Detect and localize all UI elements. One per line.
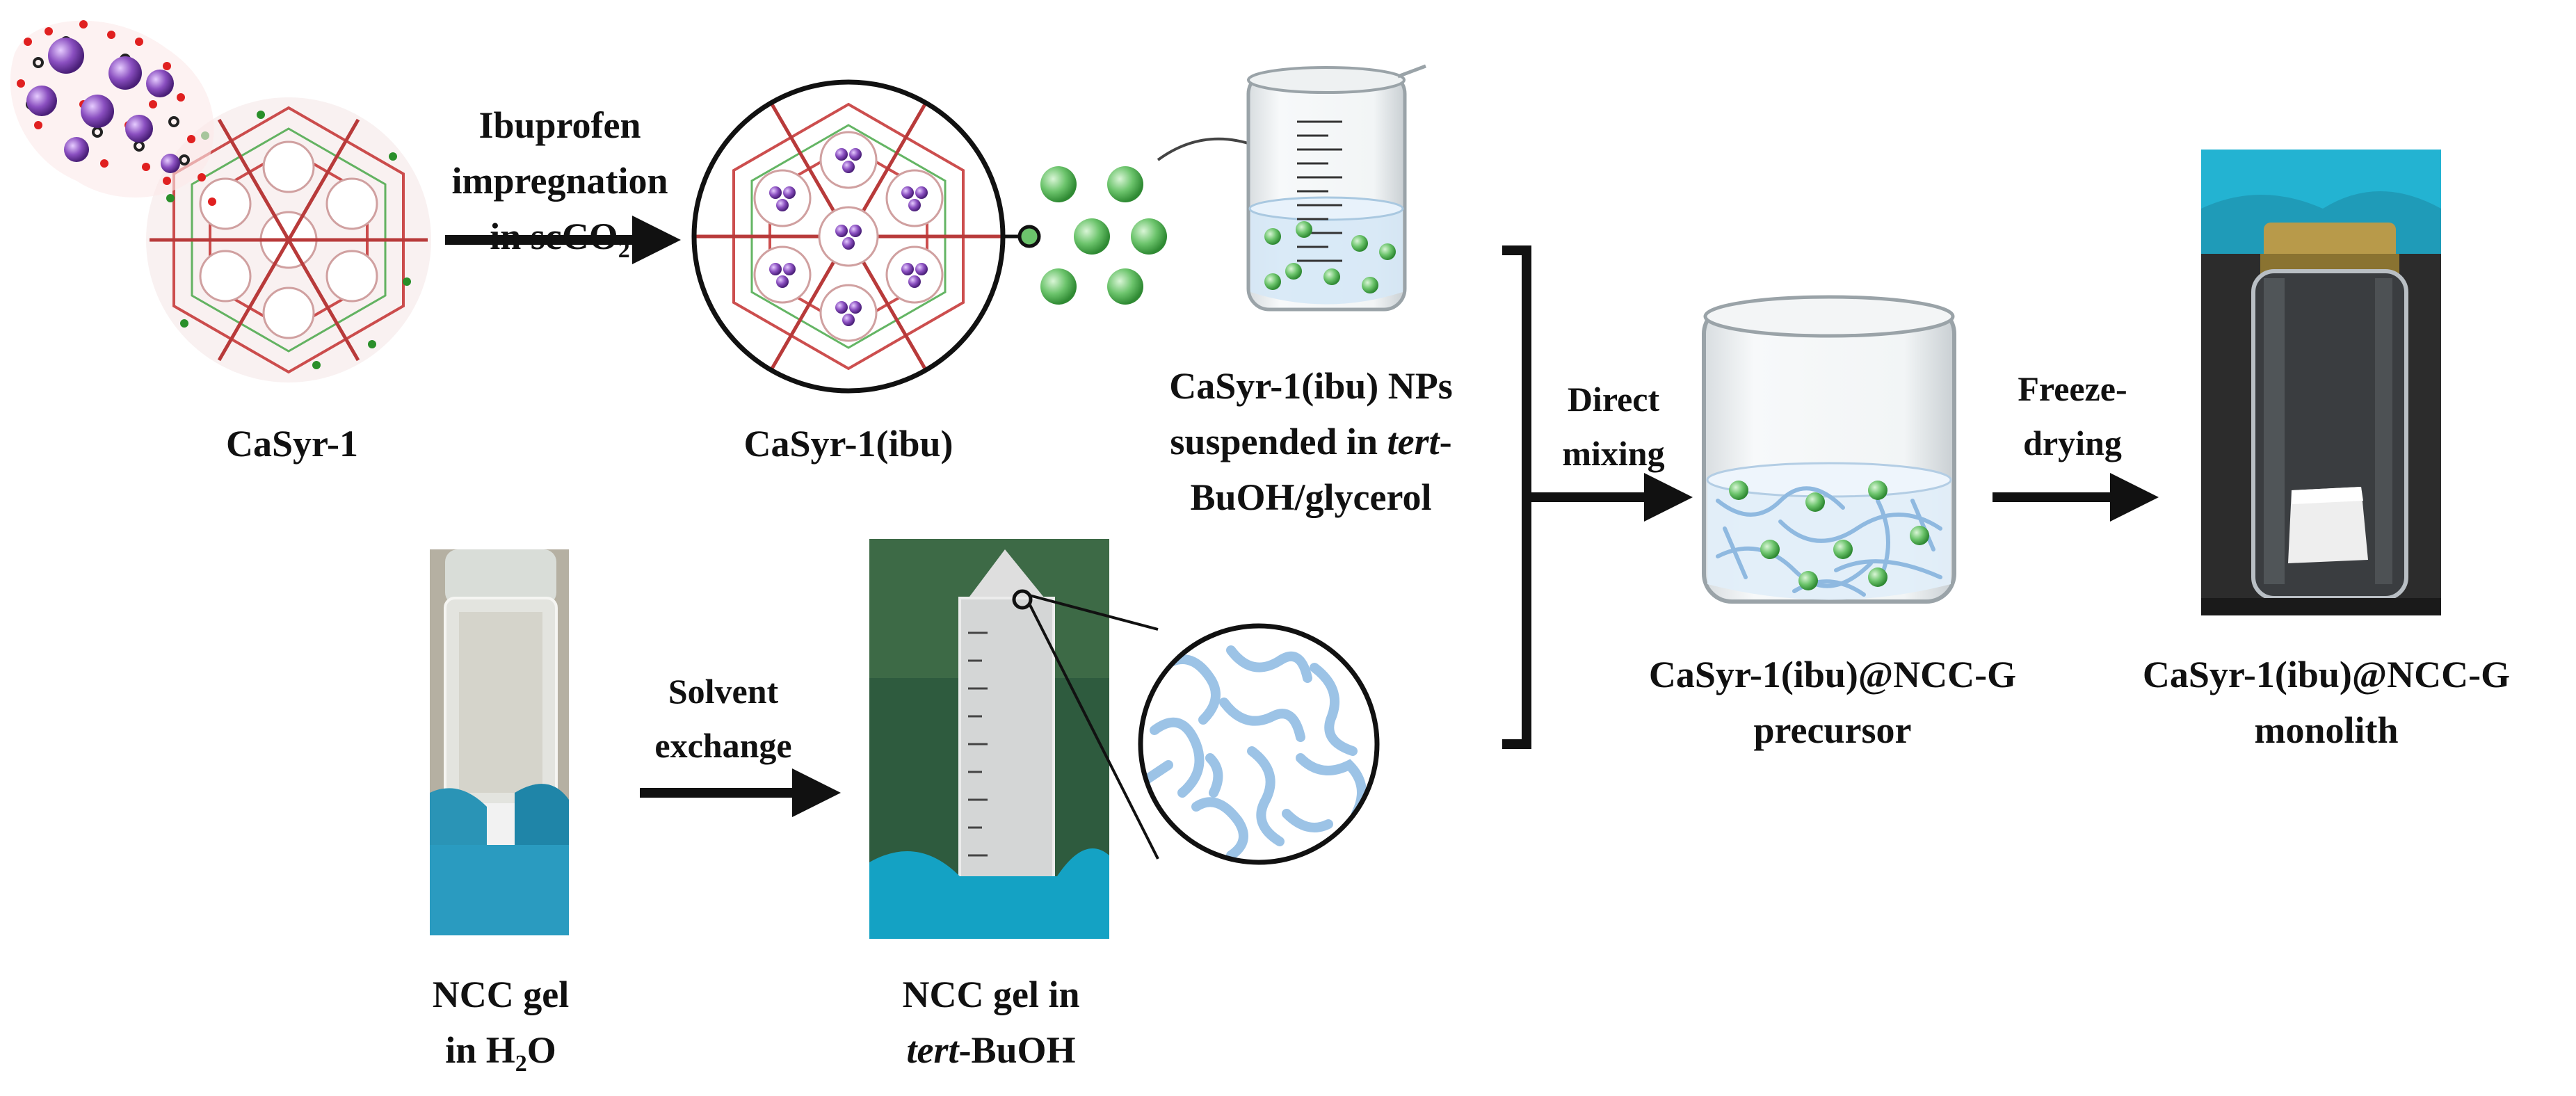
ncc-tbuoh-post: -BuOH bbox=[958, 1029, 1076, 1071]
ncc-fiber-network-icon bbox=[1138, 623, 1380, 865]
solvent-line2: exchange bbox=[654, 726, 792, 765]
np-suspension-label: CaSyr-1(ibu) NPs suspended in tert- BuOH… bbox=[1127, 358, 1495, 525]
casyr1-ibu-zoom-icon bbox=[691, 79, 1041, 394]
nanoparticles-icon bbox=[1040, 137, 1283, 305]
ibuprofen-scco2-cloud-icon bbox=[10, 20, 216, 206]
precursor-line2: precursor bbox=[1753, 709, 1912, 751]
np-line2: suspended in tert- bbox=[1127, 414, 1495, 469]
ncc-tbuoh-line1: NCC gel in bbox=[902, 974, 1080, 1015]
solvent-exchange-label: Solvent exchange bbox=[626, 664, 821, 773]
monolith-line2: monolith bbox=[2254, 709, 2399, 751]
np-line2-post: - bbox=[1439, 421, 1452, 462]
impregnation-step-label: Ibuprofen impregnation in scCO2 bbox=[445, 97, 675, 278]
direct-line2: mixing bbox=[1562, 434, 1665, 473]
np-line2-pre: suspended in bbox=[1170, 421, 1387, 462]
monolith-line1: CaSyr-1(ibu)@NCC-G bbox=[2142, 654, 2511, 695]
precursor-line1: CaSyr-1(ibu)@NCC-G bbox=[1648, 654, 2017, 695]
ncc-tbuoh-line2: tert-BuOH bbox=[862, 1022, 1120, 1078]
np-line1: CaSyr-1(ibu) NPs bbox=[1169, 365, 1453, 407]
casyr1-label: CaSyr-1 bbox=[226, 423, 358, 465]
freeze-drying-label: Freeze- drying bbox=[1989, 362, 2156, 470]
ncc-h2o-post: O bbox=[526, 1029, 556, 1071]
np-line3: BuOH/glycerol bbox=[1190, 476, 1432, 518]
np-line2-italic: tert bbox=[1387, 421, 1440, 462]
freeze-line2: drying bbox=[2023, 424, 2122, 462]
step1-line3-sub: 2 bbox=[618, 236, 630, 263]
solvent-line1: Solvent bbox=[668, 672, 779, 711]
ncc-h2o-line1: NCC gel bbox=[432, 974, 570, 1015]
step1-line3: in scCO2 bbox=[445, 209, 675, 278]
ncc-h2o-pre: in H bbox=[445, 1029, 515, 1071]
merge-bracket bbox=[1502, 245, 1531, 749]
precursor-beaker-icon bbox=[1702, 295, 1956, 604]
direct-line1: Direct bbox=[1567, 380, 1660, 419]
ncc-gel-tbuoh-photo bbox=[869, 539, 1159, 939]
casyr1-framework-icon bbox=[146, 97, 431, 382]
step1-line2: impregnation bbox=[451, 160, 668, 202]
step1-line1: Ibuprofen bbox=[478, 104, 641, 146]
ncc-gel-water-photo bbox=[430, 549, 569, 935]
ncc-h2o-line2: in H2O bbox=[389, 1022, 612, 1092]
ncc-tbuoh-italic: tert bbox=[906, 1029, 959, 1071]
ncc-gel-tbuoh-label: NCC gel in tert-BuOH bbox=[862, 967, 1120, 1078]
casyr1-ibu-label: CaSyr-1(ibu) bbox=[743, 423, 953, 465]
step1-line3-text: in scCO bbox=[490, 216, 618, 257]
freeze-line1: Freeze- bbox=[2018, 369, 2127, 408]
ncc-gel-water-label: NCC gel in H2O bbox=[389, 967, 612, 1092]
monolith-vial-photo bbox=[2201, 150, 2441, 615]
precursor-label: CaSyr-1(ibu)@NCC-G precursor bbox=[1638, 647, 2027, 758]
beaker-np-suspension-icon bbox=[1246, 64, 1426, 312]
monolith-label: CaSyr-1(ibu)@NCC-G monolith bbox=[2132, 647, 2521, 758]
ncc-h2o-sub: 2 bbox=[515, 1050, 527, 1077]
direct-mixing-label: Direct mixing bbox=[1533, 372, 1693, 481]
